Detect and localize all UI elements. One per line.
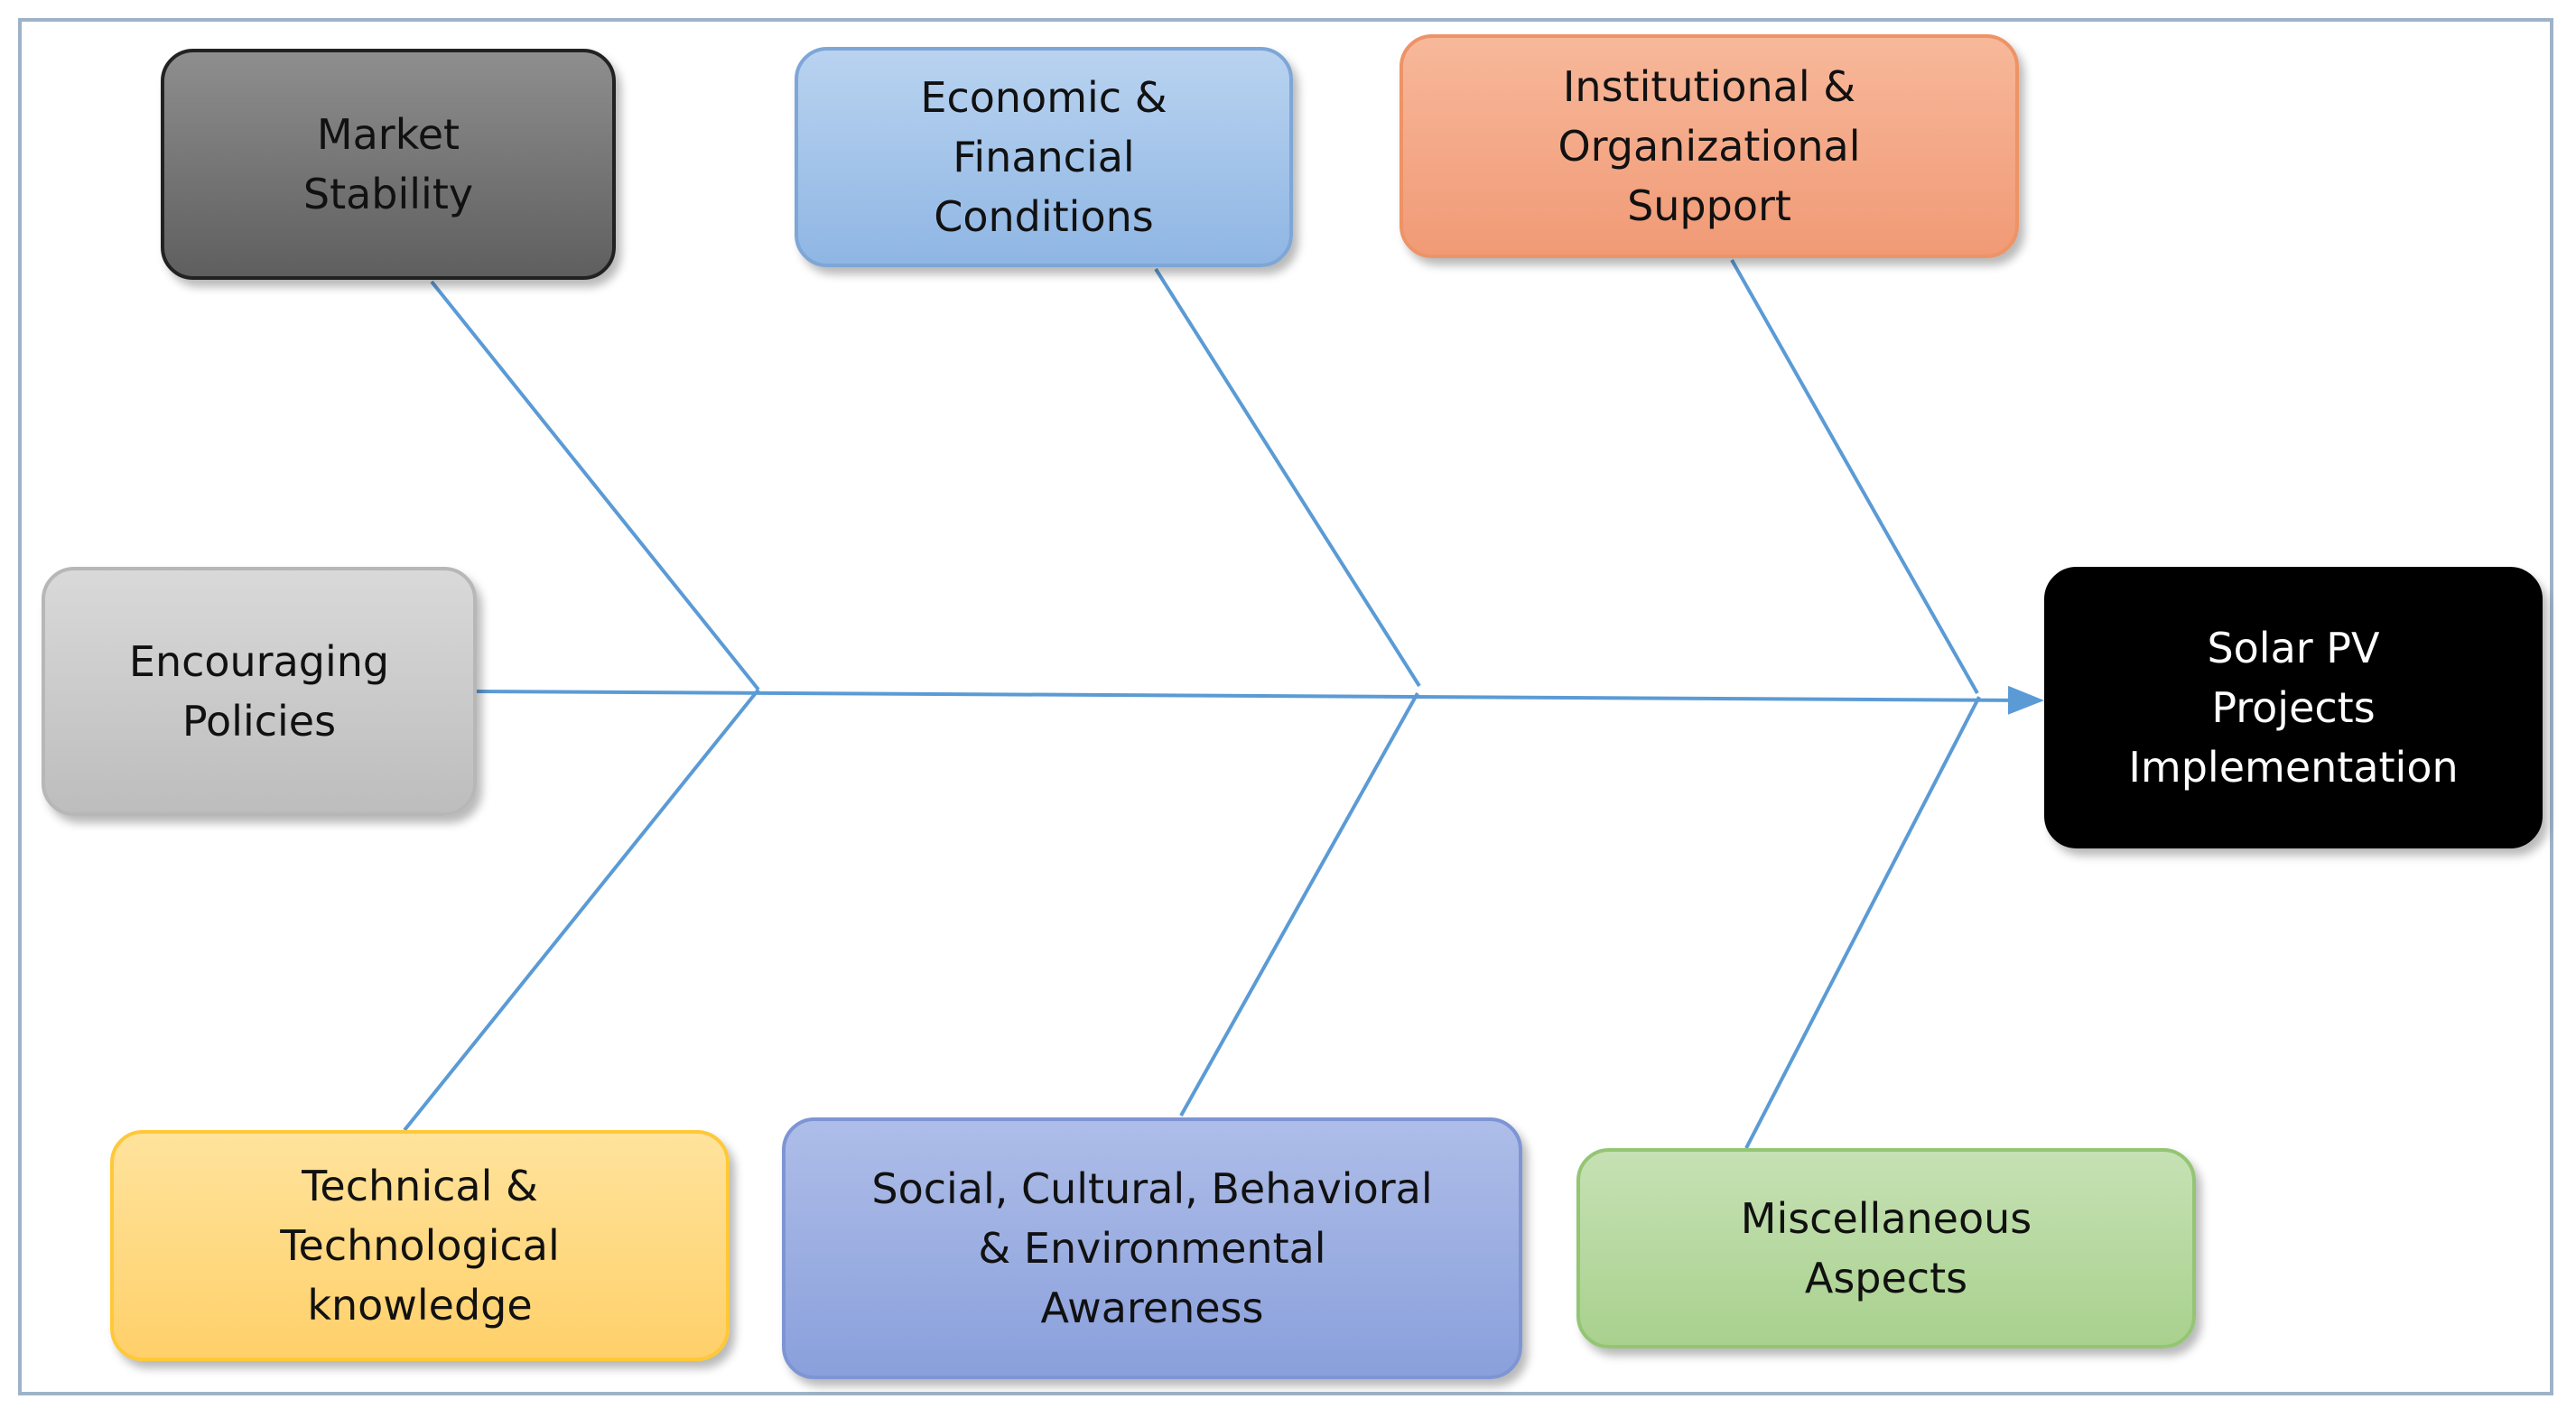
bone-institutional-support — [1730, 259, 1979, 694]
cause-economic-financial-conditions: Economic & Financial Conditions — [795, 47, 1293, 267]
bone-economic-financial — [1154, 267, 1421, 688]
cause-technical-knowledge: Technical & Technological knowledge — [110, 1130, 730, 1361]
cause-encouraging-policies: Encouraging Policies — [42, 567, 477, 816]
cause-market-stability: Market Stability — [161, 49, 616, 280]
bone-miscellaneous — [1744, 696, 1981, 1149]
cause-miscellaneous-aspects: Miscellaneous Aspects — [1576, 1148, 2196, 1348]
bone-market-stability — [430, 280, 760, 691]
bone-social-cultural — [1179, 692, 1419, 1117]
bone-technical-knowledge — [403, 688, 760, 1132]
cause-institutional-organizational-support: Institutional & Organizational Support — [1400, 34, 2019, 258]
diagram-frame — [18, 18, 2553, 1395]
spine-arrow — [476, 685, 2044, 715]
cause-social-cultural-awareness: Social, Cultural, Behavioral & Environme… — [782, 1117, 1522, 1379]
effect-solar-pv-implementation: Solar PV Projects Implementation — [2044, 567, 2543, 848]
